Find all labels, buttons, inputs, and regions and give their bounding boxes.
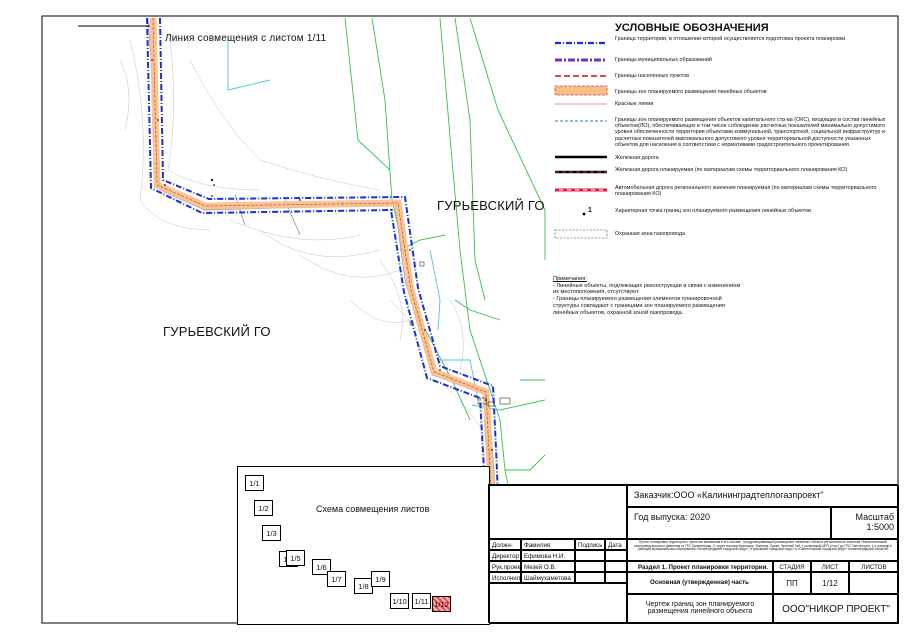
schema-sheet-cell: 1/1 bbox=[245, 475, 264, 491]
notes-line: линейных объектов, охранной зоной газопр… bbox=[553, 309, 684, 316]
title-block: Заказчик:ООО «Калининградтеплогазпроект"… bbox=[488, 484, 899, 624]
tb-person-position: Директор bbox=[489, 550, 521, 561]
schema-sheet-cell: 1/5 bbox=[286, 550, 305, 566]
tb-person-date bbox=[605, 561, 627, 572]
notes-line: структуры совпадают с границами зон план… bbox=[553, 302, 725, 309]
tb-company: ООО"НИКОР ПРОЕКТ" bbox=[773, 594, 899, 624]
tb-section: Раздел 1. Проект планировки территории. bbox=[627, 561, 773, 572]
tb-sheets-value bbox=[849, 572, 899, 594]
sheet-schema: Схема совмещения листов 1/11/21/31/41/51… bbox=[237, 466, 490, 625]
structures bbox=[409, 261, 511, 407]
tb-blank-area bbox=[489, 485, 627, 539]
notes-line: - Границы планируемого размещения элемен… bbox=[553, 296, 722, 303]
tb-part: Основная (утвержденная) часть bbox=[627, 572, 773, 594]
tb-person-signature bbox=[575, 561, 605, 572]
tb-sheet-label: ЛИСТ bbox=[811, 561, 849, 572]
tb-customer: Заказчик:ООО «Калининградтеплогазпроект" bbox=[627, 485, 899, 507]
notes: Примечания: - Линейные объекты, подлежащ… bbox=[553, 276, 783, 316]
schema-sheet-cell: 1/11 bbox=[412, 593, 431, 609]
district-label-left: ГУРЬЕВСКИЙ ГО bbox=[163, 324, 271, 339]
lo-zone-border bbox=[152, 17, 496, 624]
tb-header-position: Должн-ть bbox=[489, 539, 521, 550]
tb-header-date: Дата bbox=[605, 539, 627, 550]
tb-year: Год выпуска: 2020 bbox=[627, 507, 831, 539]
schema-sheet-cell: 1/2 bbox=[254, 500, 273, 516]
tb-person-surname: Мезей О.В. bbox=[521, 561, 575, 572]
tb-blank-lower bbox=[489, 583, 627, 624]
tb-scale: Масштаб 1:5000 bbox=[831, 507, 899, 539]
tb-person-signature bbox=[575, 550, 605, 561]
water-lines-cyan bbox=[227, 40, 501, 471]
notes-title: Примечания: bbox=[553, 276, 587, 282]
schema-sheet-cell: 1/12 bbox=[432, 596, 451, 612]
tb-scale-value: 1:5000 bbox=[866, 522, 894, 532]
tb-person-date bbox=[605, 550, 627, 561]
characteristic-points bbox=[151, 59, 499, 531]
tb-scale-label: Масштаб bbox=[855, 512, 894, 522]
legend-symbols bbox=[554, 41, 608, 239]
tb-person-position: Рук.проекта bbox=[489, 561, 521, 572]
schema-sheet-cell: 1/10 bbox=[390, 593, 409, 609]
tb-header-surname: Фамилия bbox=[521, 539, 575, 550]
tb-sheets-label: ЛИСТОВ bbox=[849, 561, 899, 572]
notes-line: их местоположения, отсутствуют. bbox=[553, 289, 640, 296]
district-label-right: ГУРЬЕВСКИЙ ГО bbox=[437, 198, 545, 213]
tb-person-signature bbox=[575, 572, 605, 583]
notes-line: - Линейные объекты, подлежащих реконстру… bbox=[553, 282, 741, 289]
combine-line-label: Линия совмещения с листом 1/11 bbox=[165, 33, 327, 44]
tb-person-surname: Шаймухаметова bbox=[521, 572, 575, 583]
tb-stage-value: ПП bbox=[773, 572, 811, 594]
legend-title: УСЛОВНЫЕ ОБОЗНАЧЕНИЯ bbox=[615, 22, 769, 34]
tb-sheet-value: 1/12 bbox=[811, 572, 849, 594]
schema-sheet-cell: 1/3 bbox=[262, 525, 281, 541]
tb-person-surname: Ефимова Н.И. bbox=[521, 550, 575, 561]
tb-person-position: Исполнил bbox=[489, 572, 521, 583]
tb-header-signature: Подпись bbox=[575, 539, 605, 550]
tb-drawing-name: Чертеж границ зон планируемого размещени… bbox=[627, 594, 773, 624]
schema-title: Схема совмещения листов bbox=[316, 504, 430, 514]
legend-point-number: 1 bbox=[588, 207, 592, 214]
tb-person-date bbox=[605, 572, 627, 583]
schema-sheet-cell: 1/7 bbox=[327, 571, 346, 587]
tb-stage-label: СТАДИЯ bbox=[773, 561, 811, 572]
schema-sheet-cell: 1/9 bbox=[371, 571, 390, 587]
schema-sheet-cell: 1/6 bbox=[312, 559, 331, 575]
territory-boundary bbox=[146, 17, 503, 624]
tb-project-desc: Проект планировки территории с проектом … bbox=[627, 539, 899, 561]
